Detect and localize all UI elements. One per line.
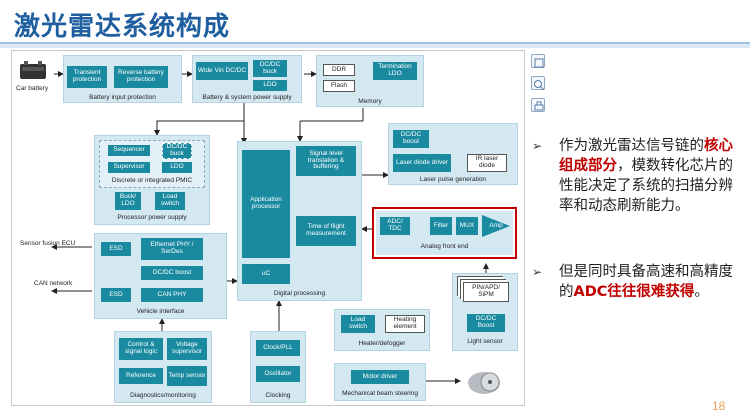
bullet-2: ➢ 但是同时具备高速和高精度的ADC往往很难获得。 <box>532 262 742 302</box>
bullet-2-emphasis: ADC往往很难获得 <box>573 284 695 300</box>
heater-defogger: Load switch Heating element Heater/defog… <box>334 309 430 351</box>
mechanical-beam-steering: Motor driver Mechanical beam steering <box>334 363 426 401</box>
memory-block: DDR Flash Termination LDO Memory <box>316 55 424 107</box>
reference-block: Reference <box>119 368 163 384</box>
bullet-1-pre: 作为激光雷达信号链的 <box>559 138 704 154</box>
flash-block: Flash <box>323 80 355 92</box>
memory-label: Memory <box>358 98 382 105</box>
time-of-flight-block: Time of flight measurement <box>296 216 356 246</box>
voltage-supervisor-block: Voltage supervisor <box>167 338 207 360</box>
car-battery-icon <box>18 59 48 81</box>
processor-power-label: Processor power supply <box>117 214 187 221</box>
heating-element-block: Heating element <box>385 315 425 333</box>
can-phy-block: CAN PHY <box>141 288 203 302</box>
pmic-label: Discrete or integrated PMIC <box>111 177 193 184</box>
dcdc-boost-light-block: DC/DC Boost <box>467 314 505 332</box>
mux-block: MUX <box>456 217 478 235</box>
bullet-arrow-icon: ➢ <box>532 139 543 153</box>
digital-processing: Application processor uC Signal level tr… <box>237 141 362 301</box>
battery-system-power-supply: Wide Vin DC/DC DC/DC buck LDO Battery & … <box>192 55 302 103</box>
ir-laser-diode-block: IR laser diode <box>467 154 507 172</box>
battery-system-power-label: Battery & system power supply <box>202 94 292 101</box>
diagram-connectors <box>51 71 489 384</box>
dcdc-boost-vehicle-block: DC/DC boost <box>141 266 203 280</box>
dcdc-buck-pmic-block: DC/DC buck <box>162 143 192 159</box>
motor-driver-block: Motor driver <box>351 370 409 384</box>
bullet-1-post: ，模数转化芯片的性能决定了系统的扫描分辨率和动态刷新能力。 <box>559 158 733 214</box>
buck-ldo-block: Buck/ LDO <box>115 192 141 210</box>
load-switch-block: Load switch <box>155 192 185 210</box>
signal-level-translation-block: Signal level translation & buffering <box>296 146 356 176</box>
clocking: Clock/PLL Oscillator Clocking <box>250 331 306 403</box>
application-processor-block: Application processor <box>242 150 290 258</box>
sequencer-block: Sequencer <box>108 145 150 156</box>
transient-protection-block: Transient protection <box>67 66 107 88</box>
temp-sensor-block: Temp sensor <box>167 366 207 386</box>
ldo-block: LDO <box>253 80 287 91</box>
termination-ldo-block: Termination LDO <box>373 62 417 80</box>
esd-block-2: ESD <box>101 288 131 302</box>
laser-diode-driver-block: Laser diode driver <box>393 154 451 172</box>
bullet-arrow-icon: ➢ <box>532 265 543 279</box>
sensor-fusion-ecu-label: Sensor fusion ECU <box>20 240 76 247</box>
bullet-1: ➢ 作为激光雷达信号链的核心组成部分，模数转化芯片的性能决定了系统的扫描分辨率和… <box>532 136 742 216</box>
clock-pll-block: Clock/PLL <box>256 340 300 356</box>
analog-front-end-label: Analog front end <box>420 243 469 250</box>
heater-label: Heater/defogger <box>358 340 406 347</box>
ddr-block: DDR <box>323 64 355 76</box>
bullet-2-post: 。 <box>694 284 709 300</box>
light-sensor: PIN/APD/ SiPM DC/DC Boost Light sensor <box>452 273 518 351</box>
battery-input-protection: Transient protection Reverse battery pro… <box>63 55 182 103</box>
load-switch-heater-block: Load switch <box>341 315 375 333</box>
dcdc-buck-block: DC/DC buck <box>253 60 287 77</box>
reverse-battery-protection-block: Reverse battery protection <box>114 66 168 88</box>
diagnostics-monitoring: Control & signal logic Voltage superviso… <box>114 331 212 403</box>
zoom-fit-icon[interactable] <box>531 54 545 68</box>
title-band <box>0 44 750 48</box>
vehicle-interface-label: Vehicle interface <box>136 308 185 315</box>
bullet-2-pre: 但是同时具备高速和高精度的 <box>559 264 733 300</box>
supervisor-block: Supervisor <box>108 162 150 173</box>
car-battery-label: Car battery <box>16 85 49 92</box>
can-network-label: CAN network <box>34 280 73 287</box>
pin-apd-sipm-block: PIN/APD/ SiPM <box>463 282 509 302</box>
ethernet-phy-block: Ethernet PHY / SerDes <box>141 238 203 260</box>
bullet-1-emphasis: 核心组成部分 <box>559 138 733 174</box>
uc-block: uC <box>242 264 290 284</box>
zoom-icon[interactable] <box>531 76 545 91</box>
processor-power-supply: Sequencer DC/DC buck Supervisor LDO Disc… <box>94 135 210 225</box>
ldo-pmic-block: LDO <box>162 162 192 173</box>
filter-block: Filter <box>430 217 452 235</box>
laser-pulse-generation: DC/DC boost Laser diode driver IR laser … <box>388 123 518 185</box>
analog-front-end: ADC/ TDC Filter MUX Amp Analog front end <box>372 207 517 259</box>
esd-block-1: ESD <box>101 242 131 256</box>
oscillator-block: Oscillator <box>256 366 300 382</box>
clocking-label: Clocking <box>265 392 291 399</box>
wide-vin-dcdc-block: Wide Vin DC/DC <box>196 62 248 80</box>
laser-pulse-label: Laser pulse generation <box>419 176 487 183</box>
title-divider <box>0 42 750 44</box>
page-number: 18 <box>712 399 726 413</box>
page-title: 激光雷达系统构成 <box>14 12 231 42</box>
adc-tdc-block: ADC/ TDC <box>380 217 410 235</box>
lidar-block-diagram: Car battery Transient protection Reverse… <box>11 50 525 406</box>
battery-input-protection-label: Battery input protection <box>89 94 156 101</box>
light-sensor-label: Light sensor <box>467 338 503 345</box>
beam-steering-label: Mechanical beam steering <box>342 390 418 397</box>
control-signal-logic-block: Control & signal logic <box>119 338 163 360</box>
vehicle-interface: ESD Ethernet PHY / SerDes DC/DC boost ES… <box>94 233 227 319</box>
motor-icon <box>464 367 504 397</box>
print-icon[interactable] <box>531 98 545 112</box>
pmic-group: Sequencer DC/DC buck Supervisor LDO Disc… <box>99 140 205 188</box>
amp-block: Amp <box>482 215 510 237</box>
digital-processing-label: Digital processing <box>273 290 326 297</box>
diagnostics-label: Diagnostics/monitoring <box>130 392 196 399</box>
dcdc-boost-laser-block: DC/DC boost <box>393 130 429 148</box>
